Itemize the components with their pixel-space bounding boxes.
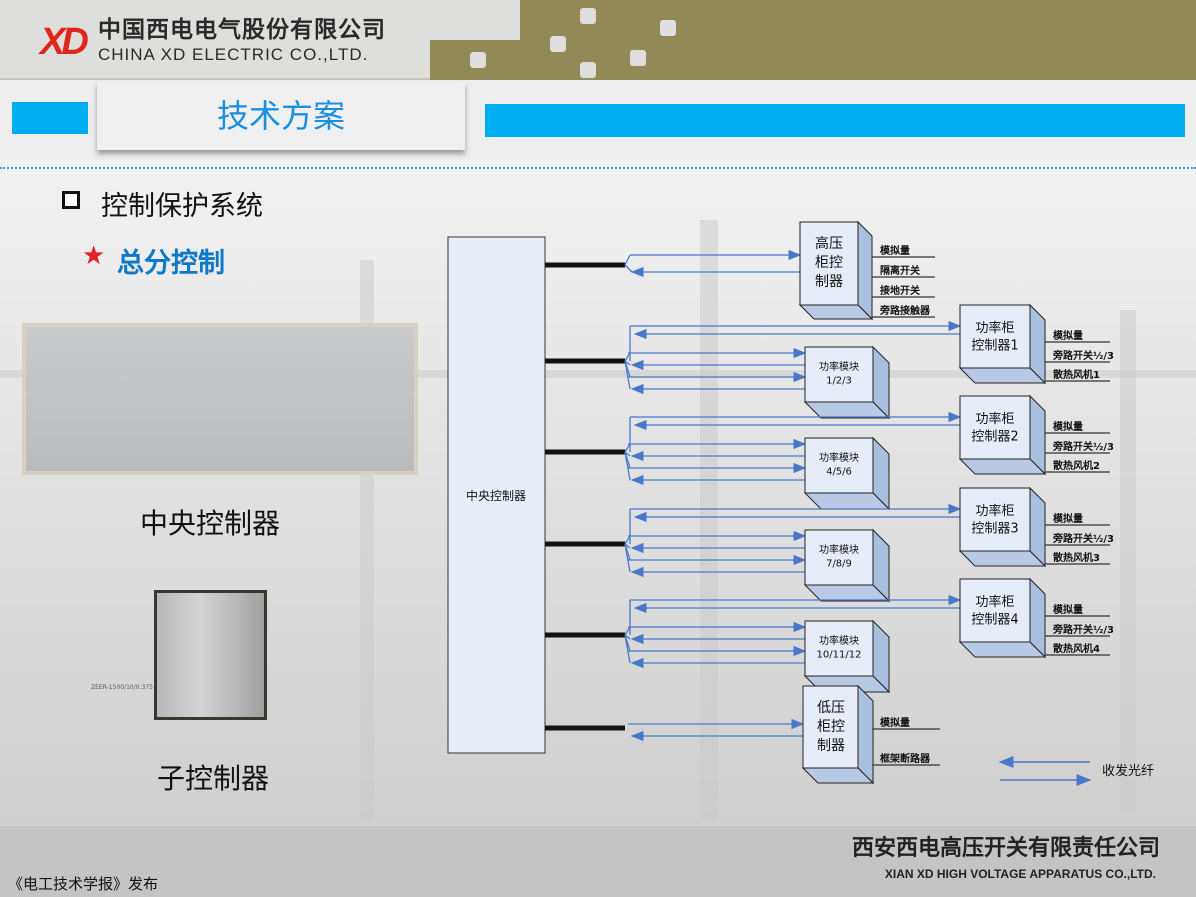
title-accent-right (485, 104, 1185, 137)
divider (0, 167, 1196, 169)
power-cabinet-controller-label: 控制器2 (971, 430, 1018, 445)
lv-controller-label: 柜控 (817, 719, 845, 735)
fiber-link (624, 360, 631, 390)
xd-logo: XD (40, 21, 89, 63)
power-cabinet-controller-label: 控制器4 (971, 613, 1018, 628)
power-cabinet-controller-label: 控制器1 (971, 339, 1018, 354)
power-module-label: 功率模块 (819, 543, 859, 556)
signal-label: 接地开关 (880, 284, 920, 297)
power-module-box-4 (804, 620, 874, 677)
lv-controller-box (802, 685, 859, 769)
power-module-label: 功率模块 (819, 634, 859, 647)
power-cabinet-controller-1 (959, 304, 1031, 369)
power-module-box-2 (804, 437, 874, 494)
power-module-label: 1/2/3 (826, 376, 852, 387)
sub-controller-photo (154, 590, 267, 720)
power-module-label: 7/8/9 (826, 559, 852, 570)
company-name-cn: 中国西电电气股份有限公司 (98, 17, 386, 43)
power-cabinet-controller-2-bottom (958, 458, 1047, 475)
signal-label: 旁路接触器 (879, 304, 931, 317)
signal-label: 模拟量 (880, 716, 910, 729)
hv-controller-label: 高压 (815, 235, 843, 252)
header-bar: XD 中国西电电气股份有限公司 CHINA XD ELECTRIC CO.,LT… (0, 0, 1196, 80)
power-cabinet-controller-4 (959, 578, 1031, 643)
fiber-link (624, 543, 631, 573)
lv-controller-label: 制器 (817, 738, 845, 754)
lv-controller-box-side (857, 684, 874, 785)
power-module-box-3 (804, 529, 874, 586)
hv-controller-box (799, 221, 859, 306)
footer-company-cn: 西安西电高压开关有限责任公司 (851, 836, 1160, 861)
sub-controller-caption: 子控制器 (157, 762, 270, 795)
hv-controller-box-side (857, 220, 873, 321)
power-cabinet-controller-4-bottom (958, 641, 1047, 658)
power-module-box-1 (804, 346, 874, 403)
signal-label: 旁路开关½/3 (1052, 349, 1114, 362)
fiber-link (624, 634, 631, 664)
power-cabinet-controller-label: 功率柜 (975, 503, 1014, 519)
panel-label: ZEER-1500/10/0.375 能量路由器控制器 (91, 684, 203, 691)
power-cabinet-controller-label: 功率柜 (975, 411, 1014, 427)
company-name-en: CHINA XD ELECTRIC CO.,LTD. (98, 45, 369, 64)
power-cabinet-controller-1-bottom (958, 367, 1047, 384)
section-heading: 控制保护系统 (101, 191, 263, 222)
power-cabinet-controller-2 (959, 395, 1031, 460)
fiber-link (624, 352, 631, 362)
subsection-heading: 总分控制 (117, 248, 225, 279)
signal-label: 散热风机1 (1053, 368, 1100, 381)
header-mosaic (430, 0, 1196, 80)
central-controller-label: 中央控制器 (466, 488, 526, 503)
title-accent-left (12, 102, 88, 134)
hv-controller-label: 制器 (815, 274, 843, 290)
star-icon: ★ (82, 241, 106, 271)
power-module-label: 功率模块 (819, 360, 859, 373)
publisher-note: 《电工技术学报》发布 (8, 875, 159, 893)
fiber-link (624, 626, 631, 636)
slide-title: 技术方案 (97, 82, 465, 150)
fiber-link (624, 535, 631, 545)
signal-label: 隔离开关 (880, 264, 920, 277)
signal-label: 模拟量 (1053, 512, 1083, 525)
hv-controller-label: 柜控 (815, 255, 843, 271)
power-cabinet-controller-label: 功率柜 (975, 320, 1014, 336)
power-module-label: 4/5/6 (826, 467, 852, 478)
signal-label: 散热风机4 (1053, 642, 1100, 655)
legend-label: 收发光纤 (1102, 763, 1154, 779)
power-cabinet-controller-3-bottom (958, 550, 1047, 567)
signal-label: 框架断路器 (880, 752, 931, 765)
power-cabinet-controller-label: 控制器3 (971, 522, 1018, 537)
signal-label: 模拟量 (1053, 329, 1083, 342)
signal-label: 旁路开关½/3 (1052, 623, 1114, 636)
signal-label: 散热风机2 (1053, 459, 1100, 472)
square-bullet-icon (62, 191, 80, 209)
fiber-link (624, 254, 631, 266)
signal-label: 模拟量 (880, 244, 910, 257)
signal-label: 模拟量 (1053, 603, 1083, 616)
fiber-link (624, 443, 631, 453)
central-controller-box (447, 236, 546, 754)
signal-label: 旁路开关½/3 (1052, 440, 1114, 453)
power-module-label: 10/11/12 (817, 650, 862, 661)
lv-controller-label: 低压 (817, 700, 845, 716)
power-module-label: 功率模块 (819, 451, 859, 464)
footer-bar (0, 826, 1196, 897)
power-cabinet-controller-label: 功率柜 (975, 594, 1014, 610)
footer-company-en: XIAN XD HIGH VOLTAGE APPARATUS CO.,LTD. (884, 867, 1156, 881)
fiber-link (624, 264, 633, 273)
signal-label: 旁路开关½/3 (1052, 532, 1114, 545)
signal-label: 模拟量 (1053, 420, 1083, 433)
power-cabinet-controller-3 (959, 487, 1031, 552)
fiber-link (624, 451, 631, 481)
signal-label: 散热风机3 (1053, 551, 1100, 564)
central-controller-caption: 中央控制器 (140, 507, 281, 540)
central-controller-photo: ZEER-1500/10/0.375 能量路由器控制器 (22, 323, 418, 691)
